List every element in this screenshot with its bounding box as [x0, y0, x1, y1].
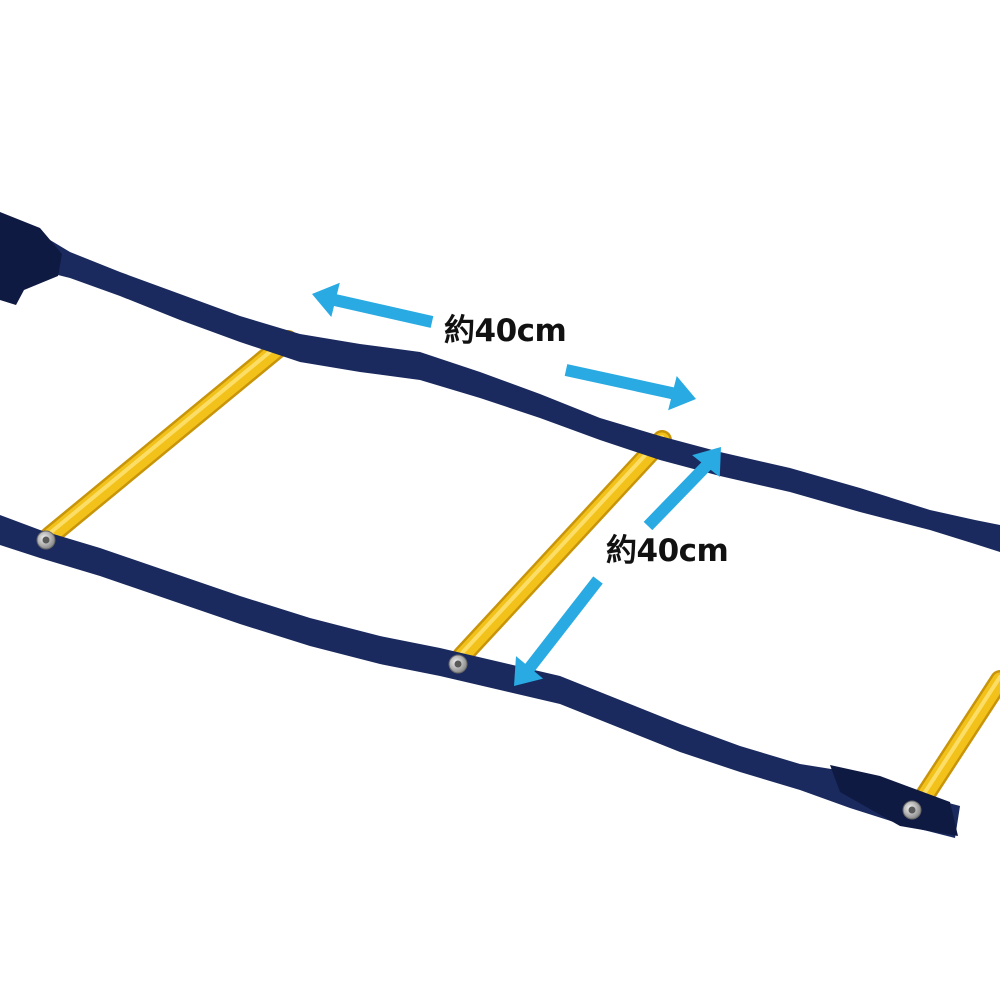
dimension-label-spacing: 約40cm [444, 313, 566, 349]
rivet [36, 530, 56, 550]
strap-top-band [0, 215, 1000, 552]
rivet [448, 654, 468, 674]
dimension-spacing: 約40cm [312, 282, 696, 411]
rivets [36, 530, 922, 820]
strap-bottom-band [0, 515, 960, 838]
ladder-rungs [0, 252, 1000, 816]
ladder-rung [40, 330, 298, 546]
double-arrow-icon [312, 282, 696, 411]
dimension-width: 約40cm [514, 447, 729, 686]
double-arrow-icon [514, 447, 721, 686]
ladder-strap-top [0, 212, 1000, 552]
ladder-rung [452, 430, 672, 666]
ladder-strap-bottom [0, 515, 960, 838]
rivet [902, 800, 922, 820]
strap-top-end-loop [0, 212, 62, 305]
ladder-rung [908, 670, 1000, 816]
strap-bottom-end-loop [830, 765, 958, 836]
dimension-label-width: 約40cm [606, 533, 728, 569]
